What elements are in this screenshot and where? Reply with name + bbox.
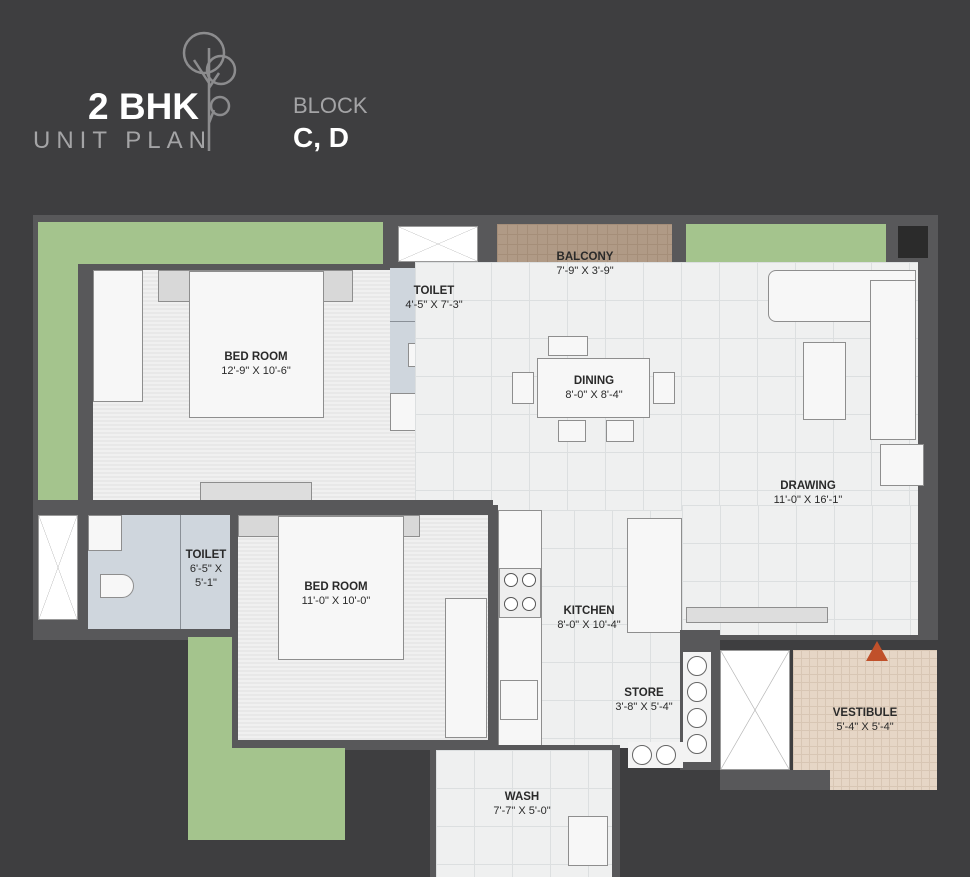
coffee-table [803,342,846,420]
room-size: 12'-9" X 10'-6" [221,365,291,377]
sofa-side [870,280,916,440]
store-shelves [683,652,711,762]
room-label-vestibule: VESTIBULE 5'-4" X 5'-4" [833,706,898,734]
room-label-toilet-2: TOILET 6'-5" X 5'-1" [186,548,227,590]
room-size: 11'-0" X 16'-1" [773,494,843,506]
room-name: STORE [624,687,664,699]
header: 2 BHK UNIT PLAN BLOCK C, D [0,0,970,170]
room-label-bedroom-2: BED ROOM 11'-0" X 10'-0" [302,580,371,608]
unit-subtitle: UNIT PLAN [33,127,212,154]
room-label-dining: DINING 8'-0" X 8'-4" [565,374,622,402]
dining-table [537,358,650,418]
tv-unit [686,607,828,623]
room-name: DRAWING [780,480,836,492]
room-label-toilet-1: TOILET 4'-5" X 7'-3" [405,284,462,312]
tree-icon [182,31,237,151]
sink-icon [500,680,538,720]
column [898,226,928,258]
room-label-drawing: DRAWING 11'-0" X 16'-1" [774,479,843,507]
room-name: TOILET [413,285,455,297]
wc-icon [100,574,134,598]
store-shelf-bottom [628,742,683,768]
block-label: BLOCK [293,93,368,118]
double-bed [278,516,404,660]
room-name: TOILET [185,549,227,561]
garden-left [38,222,78,500]
chair [558,420,586,442]
room-size: 7'-9" X 3'-9" [556,265,614,277]
chair [606,420,634,442]
duct-shaft-left [38,515,78,620]
room-name: DINING [573,375,615,387]
entry-arrow-icon [866,641,888,661]
vestibule-wall [720,770,830,790]
wardrobe [445,598,487,738]
room-name: BED ROOM [304,581,368,593]
room-size: 7'-7" X 5'-0" [493,805,551,817]
passage [415,262,490,512]
room-size: 4'-5" X 7'-3" [405,299,463,311]
unit-title: 2 BHK [88,86,200,127]
wash-sink [568,816,608,866]
washbasin-icon [88,515,122,551]
cooktop-icon [499,568,541,618]
room-size: 6'-5" X [189,563,223,575]
toilet-2-divider [180,515,181,629]
room-size: 8'-0" X 10'-4" [557,619,621,631]
wardrobe [93,270,143,402]
room-size: 3'-8" X 5'-4" [615,701,673,713]
garden-top-left [38,222,383,264]
room-size: 5'-4" X 5'-4" [836,721,894,733]
room-size: 11'-0" X 10'-0" [301,595,371,607]
room-size: 5'-1" [195,577,217,589]
garden-top-right [686,224,886,262]
block-value: C, D [293,122,349,153]
room-name: KITCHEN [563,605,615,617]
chair [512,372,534,404]
vestibule [793,650,937,790]
room-label-bedroom-1: BED ROOM 12'-9" X 10'-6" [221,350,291,378]
room-name: BALCONY [556,251,614,263]
room-size: 8'-0" X 8'-4" [565,389,623,401]
room-label-balcony: BALCONY 7'-9" X 3'-9" [556,250,613,278]
duct-shaft-right [720,650,790,770]
duct-shaft-top [398,226,478,262]
garden-bottom [188,748,345,840]
room-name: BED ROOM [224,351,288,363]
double-bed [189,271,324,418]
room-label-store: STORE 3'-8" X 5'-4" [615,686,672,714]
room-name: VESTIBULE [832,707,898,719]
room-label-kitchen: KITCHEN 8'-0" X 10'-4" [557,604,620,632]
chair [653,372,675,404]
refrigerator [627,518,682,633]
chair [548,336,588,356]
armchair [880,444,924,486]
room-label-wash: WASH 7'-7" X 5'-0" [493,790,550,818]
room-name: WASH [504,791,540,803]
